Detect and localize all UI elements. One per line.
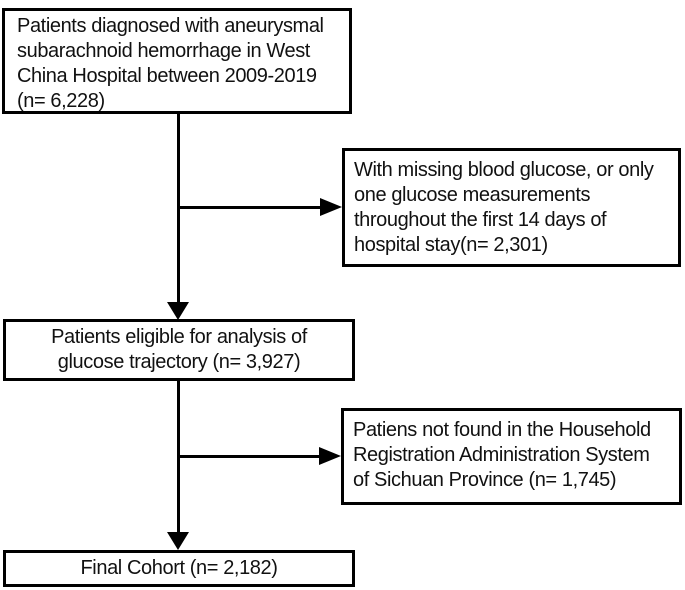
node-excluded-missing-glucose: With missing blood glucose, or only one … [342,148,681,267]
node-text-line: Registration Administration System [353,444,650,466]
node-text-line: of Sichuan Province (n= 1,745) [353,469,617,491]
connector-horizontal-line-2 [178,455,319,458]
arrowhead-down-icon [167,302,189,320]
node-initial-population: Patients diagnosed with aneurysmal subar… [2,8,352,114]
node-final-cohort: Final Cohort (n= 2,182) [3,550,355,587]
node-text-line: Patients diagnosed with aneurysmal [17,15,324,37]
node-text-line: (n= 6,228) [17,90,105,112]
arrowhead-right-icon [319,447,341,465]
node-text-line: Final Cohort (n= 2,182) [80,557,278,579]
arrowhead-down-icon [167,532,189,550]
node-text-line: subarachnoid hemorrhage in West [17,40,310,62]
node-text-line: China Hospital between 2009-2019 [17,65,317,87]
node-text-line: Patients eligible for analysis of [51,326,307,348]
node-excluded-not-in-registry: Patiens not found in the Household Regis… [341,408,682,505]
node-text-line: glucose trajectory (n= 3,927) [57,351,301,373]
node-eligible-for-analysis: Patients eligible for analysis of glucos… [3,319,355,381]
node-text-line: one glucose measurements [354,184,591,206]
node-text-line: throughout the first 14 days of [354,209,607,231]
node-text-line: Patiens not found in the Household [353,419,651,441]
connector-horizontal-line-1 [178,206,320,209]
arrowhead-right-icon [320,198,342,216]
node-text-line: With missing blood glucose, or only [354,159,654,181]
node-text-line: hospital stay(n= 2,301) [354,234,548,256]
